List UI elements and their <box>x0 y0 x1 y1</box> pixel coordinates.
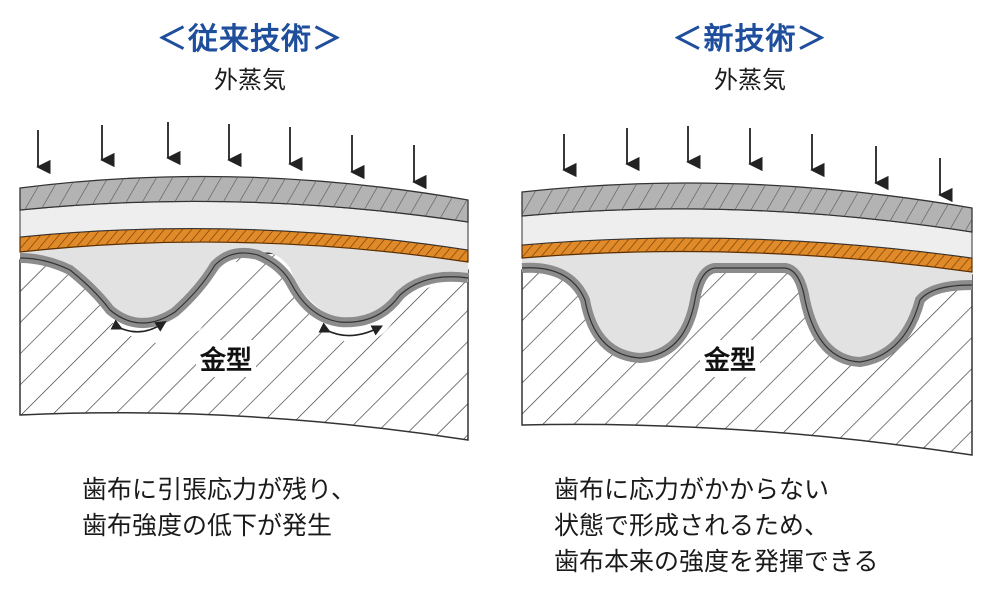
caption-line-1: 歯布に応力がかからない <box>554 475 830 504</box>
new-technology-caption: 歯布に応力がかからない 状態で形成されるため、 歯布本来の強度を発揮できる <box>554 472 879 580</box>
belt-inner-layer <box>522 245 972 362</box>
mold-label: 金型 <box>196 340 257 377</box>
outer-steam-label: 外蒸気 <box>214 66 286 94</box>
caption-line-2: 状態で形成されるため、 <box>554 511 830 540</box>
caption-line-2: 歯布強度の低下が発生 <box>82 511 333 540</box>
tension-arrows <box>110 319 384 337</box>
caption-line-1: 歯布に引張応力が残り、 <box>82 475 357 504</box>
caption-line-3: 歯布本来の強度を発揮できる <box>554 547 879 576</box>
steam-pressure-arrows <box>562 126 953 203</box>
belt-inner-layer <box>20 232 468 324</box>
panel-title: ＜従来技術＞ <box>157 22 343 57</box>
conventional-caption: 歯布に引張応力が残り、 歯布強度の低下が発生 <box>82 472 356 544</box>
steam-pressure-arrows <box>36 122 427 190</box>
outer-steam-label: 外蒸気 <box>714 66 786 94</box>
new-technology-panel: ＜新技術＞ 外蒸気 <box>500 0 1000 602</box>
panel-title: ＜新技術＞ <box>672 22 828 57</box>
conventional-technology-panel: ＜従来技術＞ 外蒸気 <box>19 22 469 544</box>
mold-label: 金型 <box>700 340 761 377</box>
